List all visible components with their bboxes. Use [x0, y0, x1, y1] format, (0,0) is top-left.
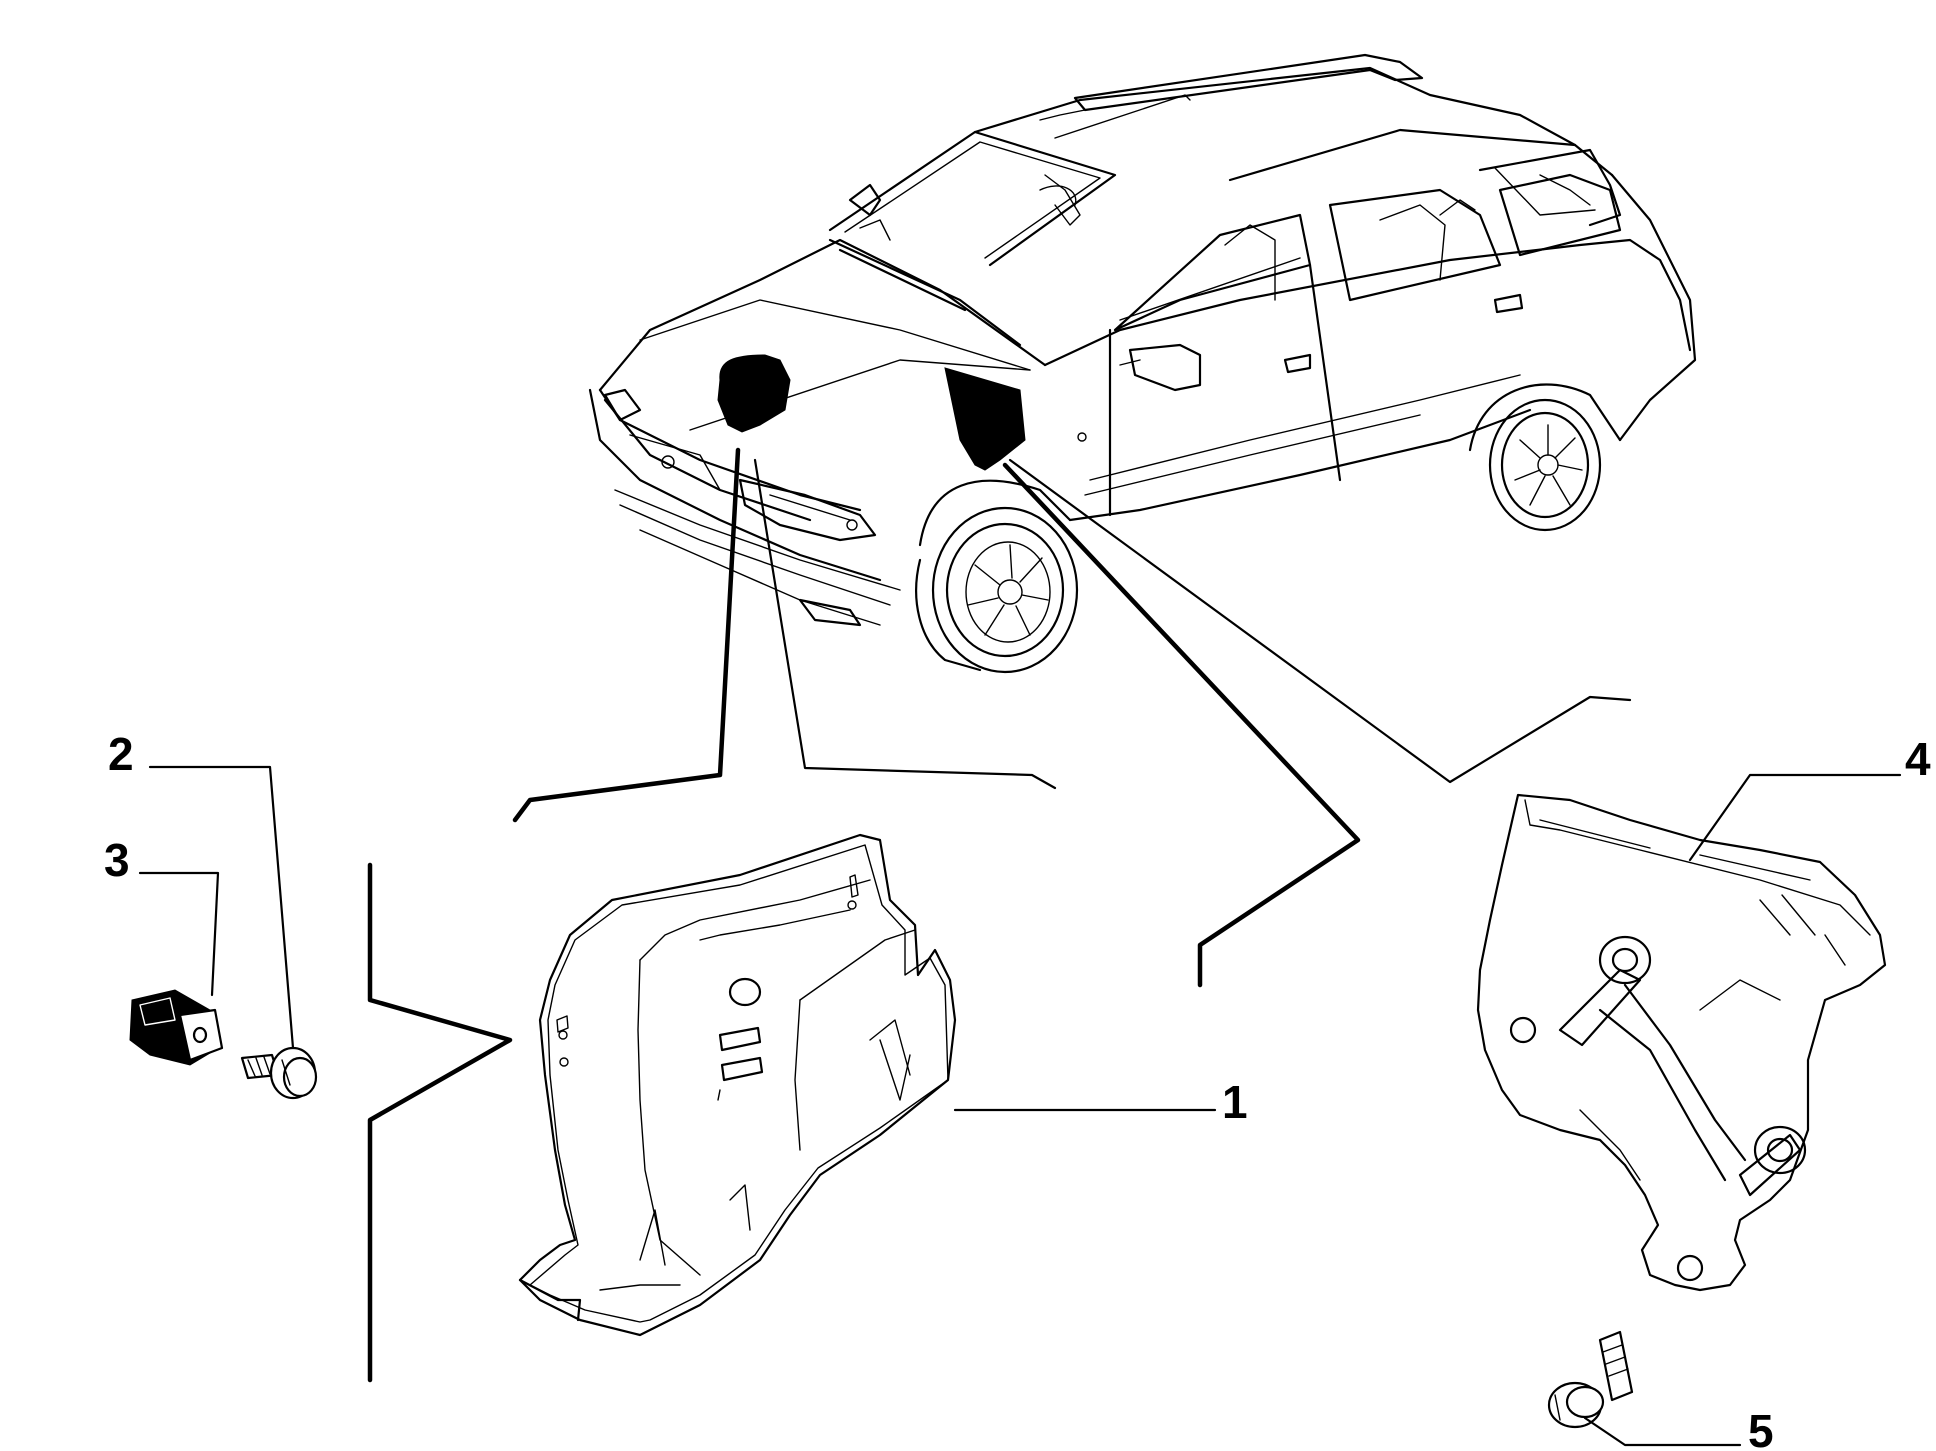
part-4-shield [1476, 793, 1887, 1292]
callout-5: 5 [1748, 1405, 1774, 1451]
part-3-clip [129, 989, 224, 1066]
callout-labels: 1 2 3 4 5 [104, 728, 1931, 1451]
callout-2: 2 [108, 728, 134, 780]
part-5-bolt [1547, 1330, 1634, 1429]
callout-1: 1 [1222, 1076, 1248, 1128]
callout-leaders [138, 765, 1902, 1447]
callout-3: 3 [104, 834, 130, 886]
callout-4: 4 [1905, 733, 1931, 785]
car-illustration [588, 53, 1697, 674]
leader-lines [367, 447, 1632, 1383]
part-2-bolt [240, 1046, 318, 1100]
part-1-shield [518, 833, 957, 1337]
